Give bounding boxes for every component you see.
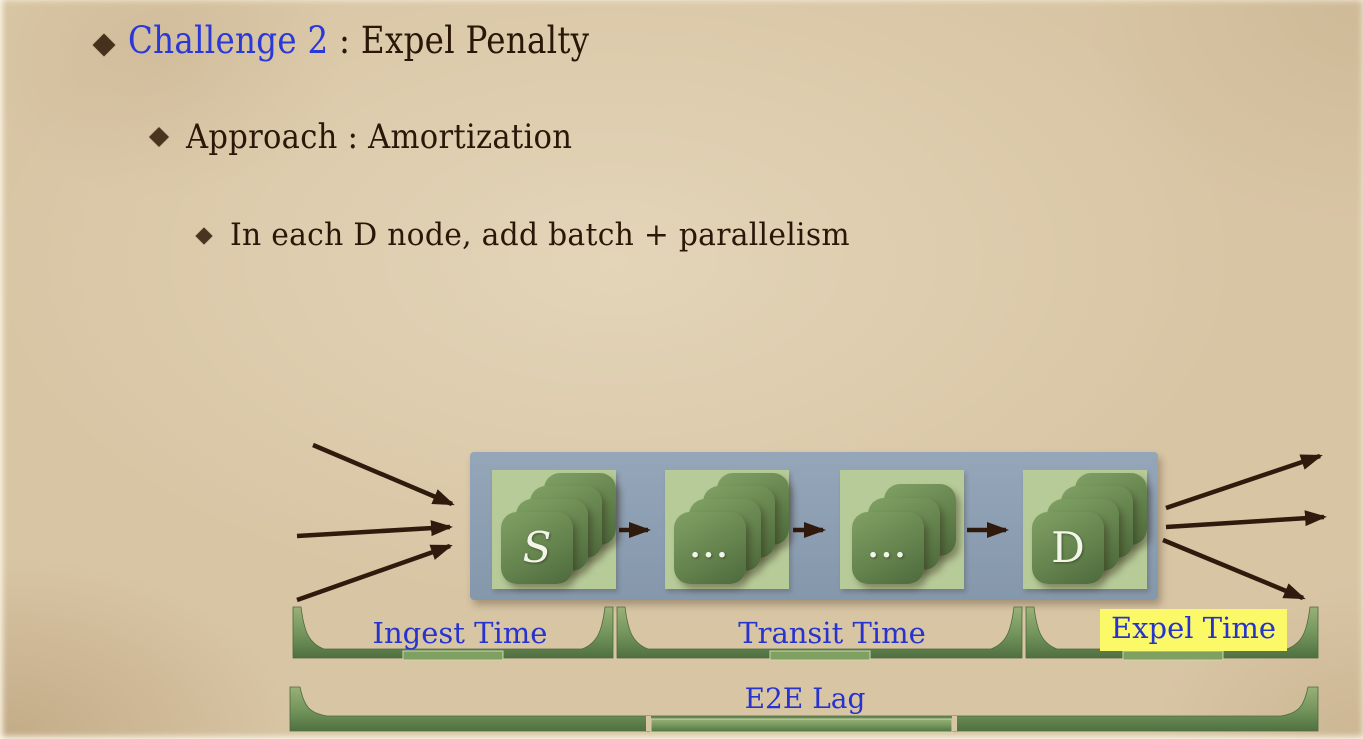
ingest-arrow [296,520,453,539]
e2e-lag-brace [289,686,1319,732]
ingest-brace-notch [402,650,504,661]
ingest-time-label: Ingest Time [372,616,548,650]
slide-title: Challenge 2 : Expel Penalty [128,19,589,62]
expel-time-label-highlighted: Expel Time [1100,609,1288,651]
expel-arrow [1165,510,1327,530]
node-destination: D [1023,470,1147,589]
node-stack-chip-front: S [501,512,573,584]
node-stack-chip-front: ... [852,512,924,584]
node-label: S [522,523,552,572]
transit-time-brace [616,606,1023,659]
e2e-brace-gap [952,716,957,731]
e2e-lag-label: E2E Lag [744,682,866,715]
expel-arrow [1165,453,1323,511]
node-source: S [492,470,616,589]
ingest-time-brace [292,606,614,659]
expel-arrow [1162,537,1306,601]
e2e-brace-gap [646,716,651,731]
ingest-arrow [312,442,455,507]
expel-brace-notch [1122,650,1224,661]
bullet-approach: Approach : Amortization [186,117,573,157]
e2e-brace-notch [650,718,953,733]
bullet-batch-parallelism: In each D node, add batch + parallelism [230,217,850,253]
node-label: D [1051,523,1085,572]
node-label: ... [867,530,909,565]
ingest-arrow [296,543,453,603]
node-stack-chip-front: ... [674,512,746,584]
title-highlight: Challenge 2 [128,19,329,62]
transit-time-label: Transit Time [738,616,926,650]
node-intermediate: ... [665,470,789,589]
node-intermediate: ... [840,470,964,589]
transit-brace-notch [769,650,871,661]
node-label: ... [689,530,731,565]
node-stack-chip-front: D [1032,512,1104,584]
title-rest: : Expel Penalty [328,19,590,62]
